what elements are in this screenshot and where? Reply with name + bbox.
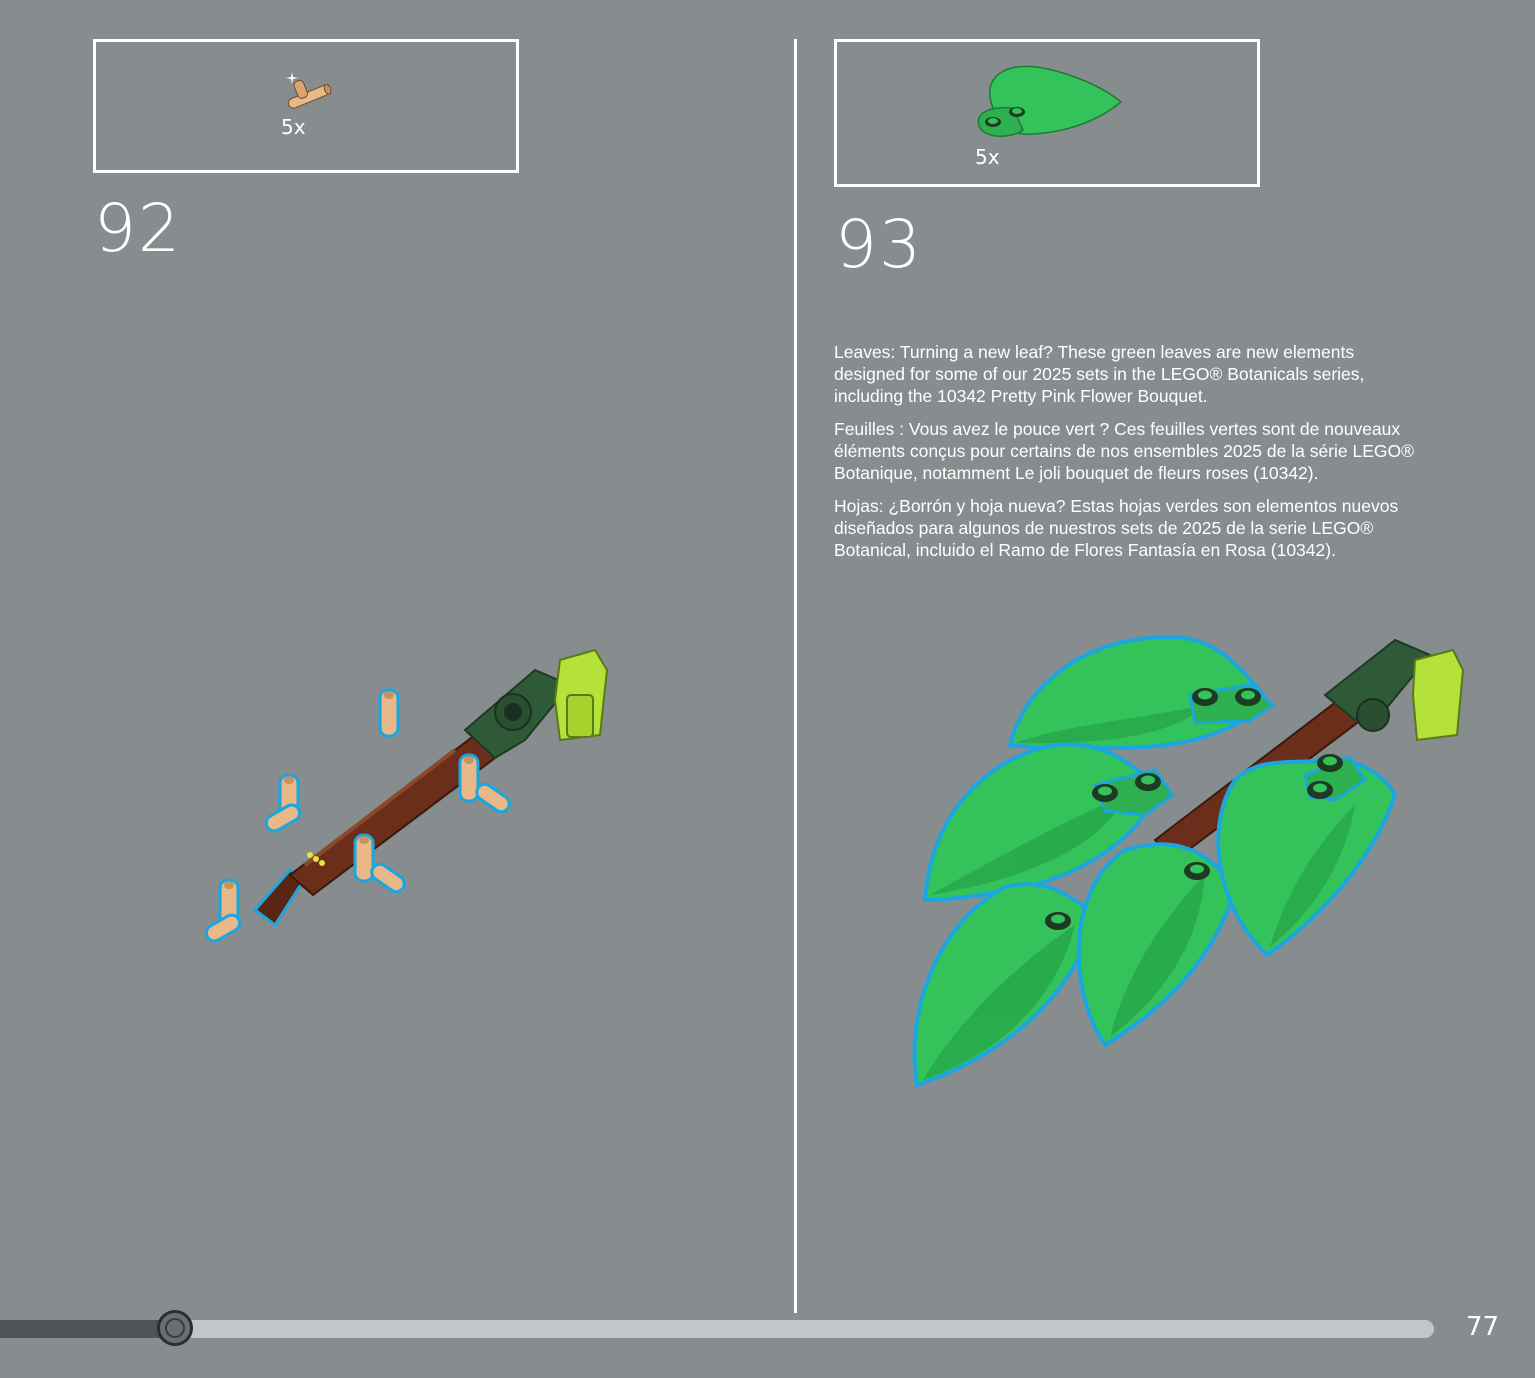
- step-number-93: 93: [835, 206, 923, 283]
- page-divider: [794, 39, 797, 1313]
- progress-slider-handle[interactable]: [157, 1310, 193, 1346]
- step-93-assembly-illustration: [912, 634, 1465, 1088]
- progress-fill: [0, 1320, 175, 1338]
- green-leaf-plate-icon: [977, 65, 1123, 137]
- element-info-text: Leaves: Turning a new leaf? These green …: [834, 341, 1424, 572]
- progress-track[interactable]: [0, 1320, 1434, 1338]
- parts-quantity: 5x: [975, 145, 1000, 169]
- parts-callout-box-step-93: 5x: [834, 39, 1260, 187]
- parts-callout-box-step-92: 5x: [93, 39, 519, 173]
- info-text-fr: Feuilles : Vous avez le pouce vert ? Ces…: [834, 419, 1415, 483]
- tan-bar-holder-clip-icon: [286, 72, 332, 109]
- step-number-92: 92: [94, 190, 182, 267]
- page-number: 77: [1466, 1312, 1500, 1342]
- parts-quantity: 5x: [281, 115, 306, 139]
- info-text-es: Hojas: ¿Borrón y hoja nueva? Estas hojas…: [834, 496, 1399, 560]
- info-text-en: Leaves: Turning a new leaf? These green …: [834, 342, 1365, 406]
- step-92-assembly-illustration: [204, 648, 609, 943]
